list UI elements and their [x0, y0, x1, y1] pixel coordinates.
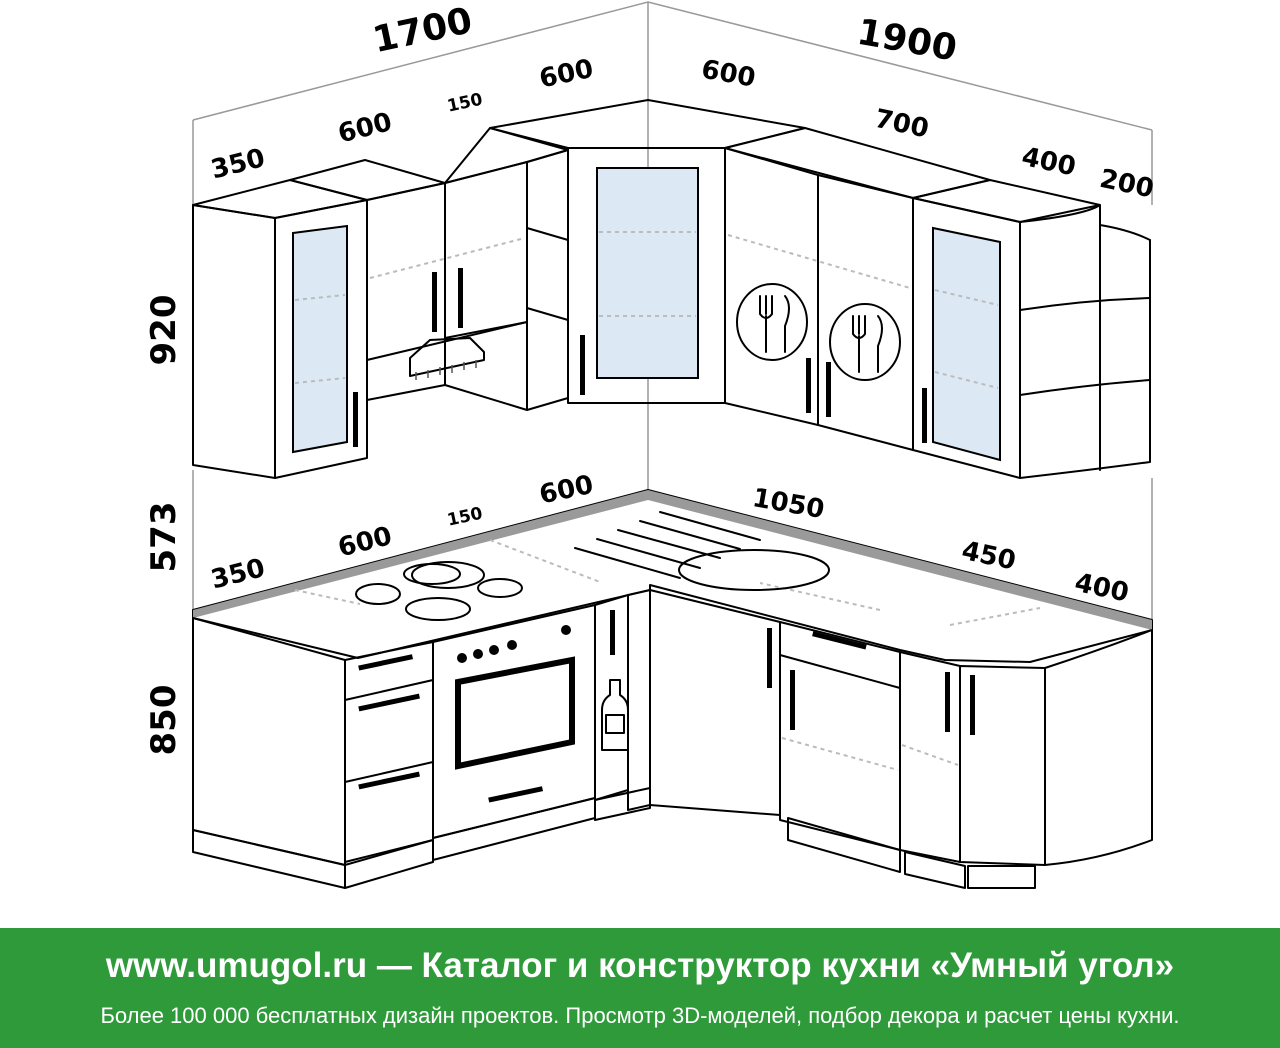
fork-and-knife-plate-icon: [736, 283, 808, 361]
dim-height-base: 850: [144, 685, 184, 756]
base-cabinet-400: [899, 651, 975, 863]
cabinet-handle: [353, 392, 358, 447]
room-walls: [192, 1, 1153, 620]
base-end-panel: [192, 617, 346, 866]
dim-upper-200: 200: [1097, 164, 1156, 205]
dim-upper-400: 400: [1019, 142, 1078, 183]
base-drawer-unit-600: [344, 641, 434, 863]
range-hood-icon: [409, 337, 485, 380]
dim-lower-corner-600: 600: [537, 470, 596, 511]
base-end-rounded: [959, 629, 1153, 866]
banner-title[interactable]: www.umugol.ru — Каталог и конструктор ку…: [105, 946, 1175, 985]
countertop: [192, 489, 1153, 663]
sink-icon: [574, 511, 830, 591]
fork-and-knife-plate-icon: [829, 303, 901, 381]
base-dishwasher-unit: [779, 621, 901, 851]
dim-top-left-total: 1700: [369, 0, 476, 61]
dim-lower-600: 600: [335, 521, 395, 563]
upper-end-shelf-200: [1019, 204, 1151, 479]
dim-lower-450: 450: [959, 536, 1018, 577]
dim-upper-600: 600: [335, 107, 395, 149]
banner-subtitle: Более 100 000 бесплатных дизайн проектов…: [100, 1003, 1180, 1028]
upper-cabinet-400-glass: [912, 179, 1101, 479]
promo-banner: www.umugol.ru — Каталог и конструктор ку…: [0, 928, 1280, 1048]
base-corner-unit: [627, 589, 781, 816]
dim-upper-150: 150: [446, 90, 485, 117]
dimension-labels: 1700 1900 350 600 150 600 600 700 400 20…: [144, 0, 1156, 755]
base-cabinets: [192, 589, 1153, 889]
cooktop-icon: [355, 561, 523, 621]
dim-lower-350: 350: [208, 553, 268, 595]
upper-cabinet-700-emblems: [724, 127, 991, 451]
dim-lower-150: 150: [446, 504, 485, 531]
upper-cabinets: [192, 99, 1151, 479]
kitchen-drawing-svg: 1700 1900 350 600 150 600 600 700 400 20…: [144, 0, 1156, 889]
dim-upper-700: 700: [872, 104, 931, 145]
plinth: [344, 787, 1036, 889]
bottle-icon: [601, 679, 629, 751]
dim-upper-corner-right-600: 600: [699, 55, 758, 94]
dim-height-upper: 920: [144, 295, 184, 366]
base-bottle-rack-150: [594, 594, 629, 801]
dim-height-gap: 573: [144, 502, 184, 573]
upper-cabinet-350-glass: [192, 179, 368, 479]
dim-upper-350: 350: [208, 143, 268, 185]
kitchen-diagram: 1700 1900 350 600 150 600 600 700 400 20…: [144, 0, 1156, 889]
dim-upper-corner-left-600: 600: [537, 54, 596, 95]
dim-top-right-total: 1900: [854, 12, 960, 70]
